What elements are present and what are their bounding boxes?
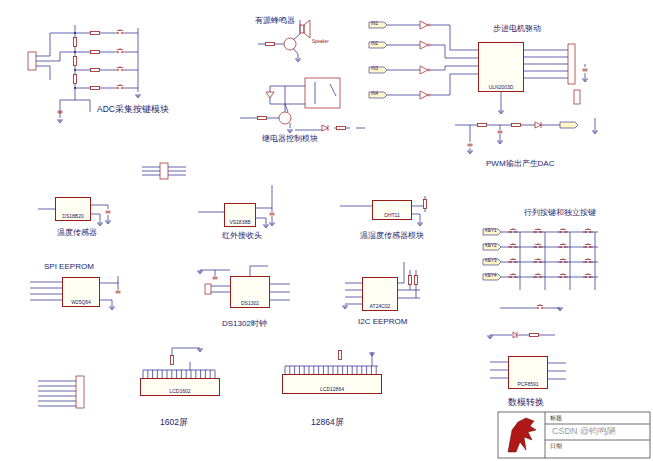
net-label: IN3: [371, 67, 378, 72]
module-title: 红外接收头: [222, 232, 262, 241]
module-title: ADC采集按键模块: [97, 105, 169, 114]
net-label: KEY1: [485, 229, 497, 234]
net-label: IN2: [371, 42, 378, 47]
module-title: 温度传感器: [57, 229, 97, 238]
module-title: SPI EEPROM: [44, 263, 94, 272]
chip-name: AT24C02: [368, 303, 393, 311]
module-title: 12864屏: [311, 418, 344, 427]
chip-name: DS1302: [239, 300, 261, 308]
chip-box: PCF8591: [508, 356, 548, 389]
title-block-field: 标题: [550, 415, 562, 422]
module-title: 有源蜂鸣器: [255, 17, 295, 26]
net-label: KEY4: [485, 274, 497, 279]
chip-box: DS1302: [230, 276, 270, 308]
net-label: IN4: [371, 92, 378, 97]
net-label: IN1: [371, 22, 378, 27]
chip-name: ULN2003D: [487, 84, 516, 92]
chip-name: PCF8591: [515, 381, 540, 389]
chip-box: W25Q64: [62, 277, 100, 307]
chip-box: DS18B20: [55, 197, 91, 221]
module-title: PWM输出产生DAC: [486, 160, 554, 169]
chip-box: LCD12864: [282, 374, 382, 394]
part-name: Speaker: [312, 40, 329, 45]
chip-name: LCD1602: [167, 388, 192, 396]
chip-name: DHT11: [382, 212, 401, 220]
module-title: DS1302时钟: [222, 320, 267, 329]
chip-box: ULN2003D: [478, 42, 524, 92]
net-label: KEY2: [485, 244, 497, 249]
title-block-field: 日期: [550, 443, 562, 450]
module-title: 行列按键和独立按键: [524, 209, 596, 218]
module-title: 数模转换: [508, 398, 544, 407]
module-title: 温湿度传感器模块: [360, 232, 424, 241]
net-label: KEY3: [485, 259, 497, 264]
module-title: 1602屏: [160, 418, 188, 427]
module-title: 继电器控制模块: [262, 135, 318, 144]
module-title: 步进电机驱动: [493, 25, 541, 34]
chip-name: DS18B20: [60, 213, 85, 221]
chip-box: AT24C02: [362, 277, 398, 311]
chip-name: W25Q64: [69, 299, 93, 307]
chip-box: VS1838B: [224, 203, 256, 227]
chip-box: DHT11: [372, 200, 412, 220]
chip-name: VS1838B: [227, 219, 252, 227]
module-title: I2C EEPROM: [358, 318, 407, 327]
chip-name: LCD12864: [318, 386, 346, 394]
watermark: CSDN @钧鸣陋: [552, 427, 616, 437]
chip-box: LCD1602: [140, 378, 220, 396]
